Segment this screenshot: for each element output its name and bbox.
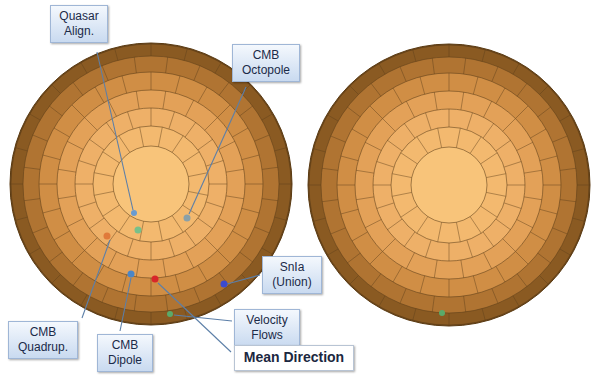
right-sphere xyxy=(308,44,590,326)
callout-label: Quasar Align. xyxy=(56,9,102,39)
leader-line xyxy=(158,283,231,352)
direction-dot xyxy=(135,227,142,234)
leader-line xyxy=(120,278,131,331)
callout-label: CMB Quadrup. xyxy=(14,325,72,355)
direction-dot xyxy=(167,311,173,317)
leader-line xyxy=(82,240,110,318)
leader-line xyxy=(189,87,246,214)
direction-dot xyxy=(221,281,228,288)
direction-dot xyxy=(184,215,191,222)
callout-label: CMB Octopole xyxy=(238,48,294,78)
callout-box: CMB Dipole xyxy=(97,334,153,372)
callout-box: Velocity Flows xyxy=(234,309,300,347)
direction-dot xyxy=(131,210,137,216)
direction-dot xyxy=(128,271,135,278)
callout-box: SnIa (Union) xyxy=(262,256,322,294)
callout-box: CMB Octopole xyxy=(232,44,300,82)
direction-dot xyxy=(439,310,445,316)
leader-line xyxy=(174,315,232,321)
callout-label: Velocity Flows xyxy=(240,313,294,343)
leader-line xyxy=(97,52,133,210)
leader-line xyxy=(227,275,260,284)
callout-box: Mean Direction xyxy=(234,345,354,371)
left-sphere xyxy=(10,43,292,325)
callout-label: SnIa (Union) xyxy=(268,260,316,290)
direction-dot xyxy=(104,233,111,240)
callout-label: Mean Direction xyxy=(240,349,348,367)
callout-box: CMB Quadrup. xyxy=(8,321,78,359)
callout-box: Quasar Align. xyxy=(50,5,108,43)
callout-label: CMB Dipole xyxy=(103,338,147,368)
direction-dot xyxy=(152,276,159,283)
